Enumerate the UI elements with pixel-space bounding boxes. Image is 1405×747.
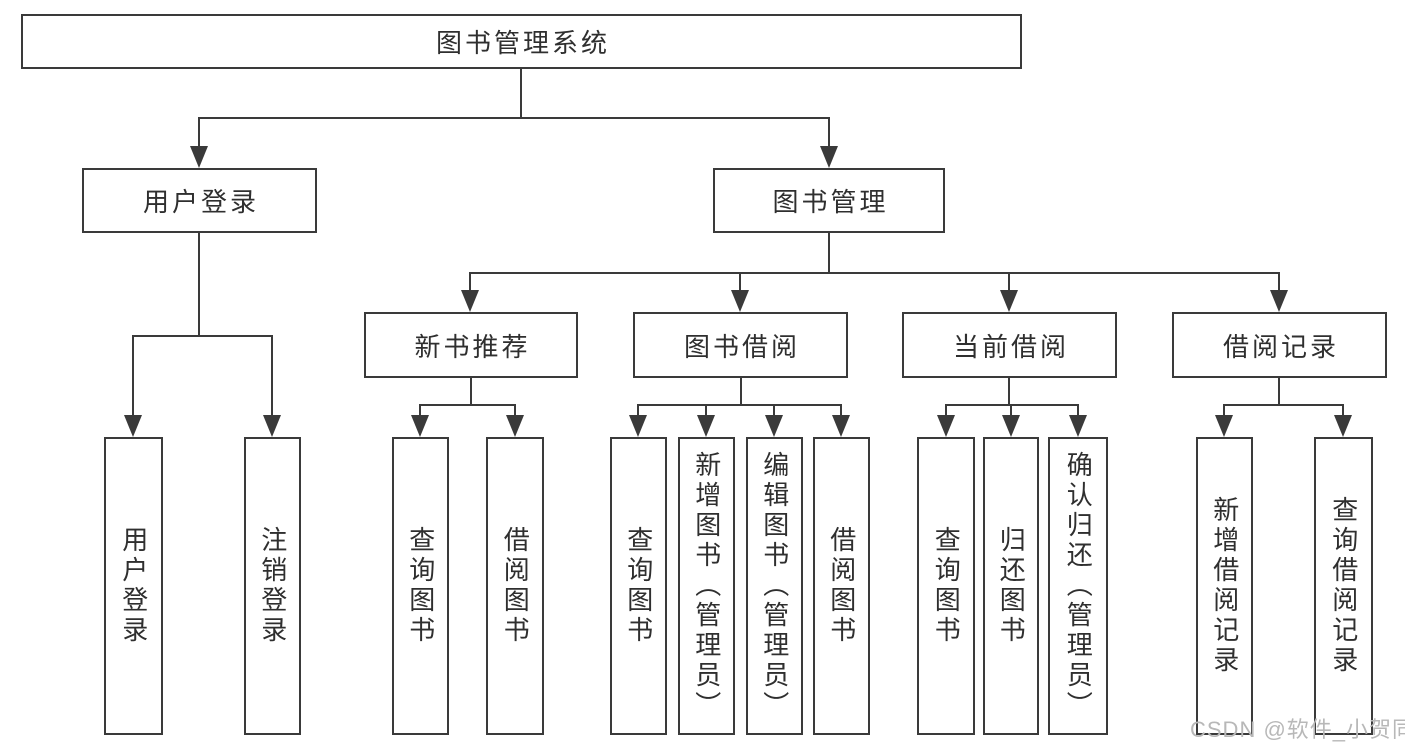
- connector-drop-book-management: [828, 117, 830, 148]
- arrowhead-logout-leaf: [263, 415, 281, 437]
- leaf-br-add-record: 新增借阅记录: [1196, 437, 1253, 735]
- node-new-book-recommend-label: 新书推荐: [414, 331, 531, 362]
- leaf-rec-borrow-books-label: 借阅图书: [500, 526, 531, 646]
- connector-drop-book-borrow: [739, 272, 741, 292]
- connector-drop-br-add: [1223, 404, 1225, 417]
- connector-drop-user-login: [198, 117, 200, 148]
- connector-current-borrow-stem: [1008, 378, 1010, 406]
- connector-drop-rec-borrow: [514, 404, 516, 417]
- leaf-cb-query-books: 查询图书: [917, 437, 975, 735]
- leaf-logout-label: 注销登录: [257, 526, 288, 646]
- connector-user-login-rail: [132, 335, 273, 337]
- leaf-user-login: 用户登录: [104, 437, 163, 735]
- leaf-cb-query-books-label: 查询图书: [931, 526, 962, 646]
- node-current-borrowing-label: 当前借阅: [952, 331, 1069, 362]
- arrowhead-bb-query: [629, 415, 647, 437]
- node-borrowing-records-label: 借阅记录: [1222, 331, 1339, 362]
- connector-borrow-records-stem: [1278, 378, 1280, 406]
- arrowhead-current-borrow: [1000, 290, 1018, 312]
- node-user-login-label: 用户登录: [142, 187, 259, 217]
- arrowhead-book-borrow: [731, 290, 749, 312]
- connector-book-management-stem: [828, 233, 830, 272]
- connector-new-book-rail: [419, 404, 516, 406]
- connector-book-borrow-stem: [740, 378, 742, 406]
- arrowhead-bb-borrow: [832, 415, 850, 437]
- leaf-rec-query-books: 查询图书: [392, 437, 449, 735]
- arrowhead-rec-query: [411, 415, 429, 437]
- connector-drop-rec-query: [419, 404, 421, 417]
- leaf-bb-add-book-admin-label: 新增图书（管理员）: [691, 451, 722, 721]
- node-borrowing-records: 借阅记录: [1172, 312, 1387, 378]
- arrowhead-br-query: [1334, 415, 1352, 437]
- arrowhead-cb-confirm: [1069, 415, 1087, 437]
- node-book-borrowing-label: 图书借阅: [683, 331, 800, 362]
- arrowhead-bb-add: [697, 415, 715, 437]
- leaf-cb-confirm-return-admin-label: 确认归还（管理员）: [1063, 451, 1094, 721]
- connector-book-borrow-rail: [637, 404, 842, 406]
- arrowhead-bb-edit: [765, 415, 783, 437]
- connector-root-stem: [520, 69, 522, 117]
- node-book-management-label: 图书管理: [772, 187, 889, 217]
- arrowhead-cb-return: [1002, 415, 1020, 437]
- leaf-user-login-label: 用户登录: [118, 526, 149, 646]
- arrowhead-cb-query: [937, 415, 955, 437]
- node-user-login: 用户登录: [82, 168, 317, 233]
- connector-drop-br-query: [1342, 404, 1344, 417]
- arrowhead-book-management: [820, 146, 838, 168]
- leaf-logout: 注销登录: [244, 437, 301, 735]
- connector-drop-login-leaf: [132, 335, 134, 417]
- connector-drop-borrow-records: [1278, 272, 1280, 292]
- connector-drop-new-book: [469, 272, 471, 292]
- connector-drop-bb-add: [705, 404, 707, 417]
- node-book-management: 图书管理: [713, 168, 945, 233]
- connector-drop-bb-borrow: [840, 404, 842, 417]
- arrowhead-login-leaf: [124, 415, 142, 437]
- leaf-bb-borrow-books: 借阅图书: [813, 437, 870, 735]
- node-library-system-label: 图书管理系统: [435, 28, 610, 58]
- connector-new-book-stem: [470, 378, 472, 406]
- connector-drop-bb-query: [637, 404, 639, 417]
- leaf-cb-return-book: 归还图书: [983, 437, 1039, 735]
- leaf-bb-add-book-admin: 新增图书（管理员）: [678, 437, 735, 735]
- leaf-cb-return-book-label: 归还图书: [996, 526, 1027, 646]
- connector-current-borrow-rail: [945, 404, 1079, 406]
- leaf-bb-borrow-books-label: 借阅图书: [826, 526, 857, 646]
- leaf-br-add-record-label: 新增借阅记录: [1209, 496, 1240, 676]
- leaf-rec-borrow-books: 借阅图书: [486, 437, 544, 735]
- arrowhead-new-book: [461, 290, 479, 312]
- connector-user-login-stem: [198, 233, 200, 335]
- connector-borrow-records-rail: [1223, 404, 1344, 406]
- arrowhead-borrow-records: [1270, 290, 1288, 312]
- leaf-cb-confirm-return-admin: 确认归还（管理员）: [1048, 437, 1108, 735]
- arrowhead-br-add: [1215, 415, 1233, 437]
- leaf-bb-edit-book-admin: 编辑图书（管理员）: [746, 437, 803, 735]
- leaf-br-query-record-label: 查询借阅记录: [1328, 496, 1359, 676]
- arrowhead-user-login: [190, 146, 208, 168]
- connector-root-rail: [198, 117, 830, 119]
- leaf-bb-query-books: 查询图书: [610, 437, 667, 735]
- watermark-text: CSDN @软件_小贺同学: [1190, 717, 1405, 742]
- node-current-borrowing: 当前借阅: [902, 312, 1117, 378]
- leaf-bb-edit-book-admin-label: 编辑图书（管理员）: [759, 451, 790, 721]
- node-book-borrowing: 图书借阅: [633, 312, 848, 378]
- connector-drop-cb-query: [945, 404, 947, 417]
- connector-drop-cb-confirm: [1077, 404, 1079, 417]
- connector-drop-current-borrow: [1008, 272, 1010, 292]
- arrowhead-rec-borrow: [506, 415, 524, 437]
- connector-drop-logout-leaf: [271, 335, 273, 417]
- node-new-book-recommend: 新书推荐: [364, 312, 578, 378]
- node-library-system: 图书管理系统: [21, 14, 1022, 69]
- leaf-br-query-record: 查询借阅记录: [1314, 437, 1373, 735]
- leaf-rec-query-books-label: 查询图书: [405, 526, 436, 646]
- leaf-bb-query-books-label: 查询图书: [623, 526, 654, 646]
- connector-drop-cb-return: [1010, 404, 1012, 417]
- connector-book-management-rail: [469, 272, 1280, 274]
- connector-drop-bb-edit: [773, 404, 775, 417]
